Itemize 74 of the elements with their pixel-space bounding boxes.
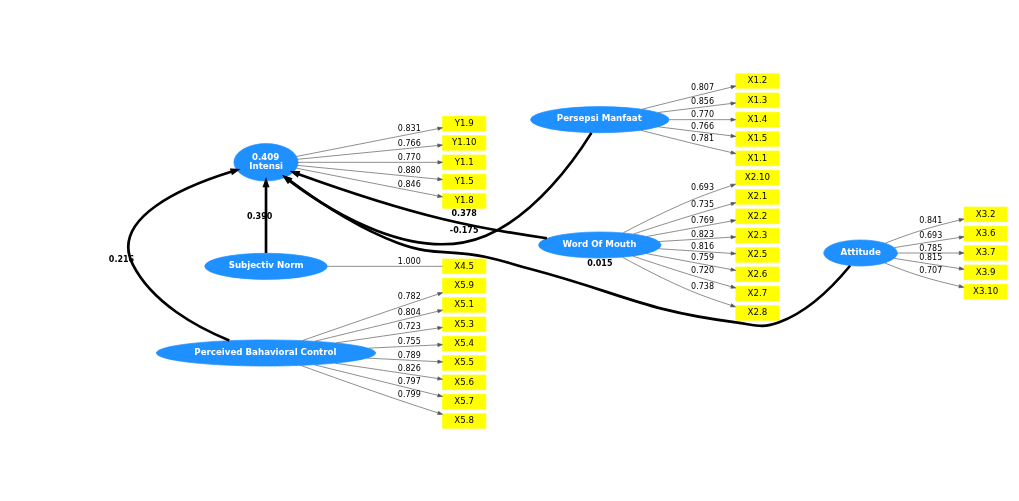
arrow — [641, 84, 737, 109]
node-box: X3.10 — [963, 283, 1008, 299]
arrow — [622, 256, 736, 307]
node-box: X5.5 — [442, 354, 487, 371]
node-box: X2.3 — [735, 227, 780, 243]
connector — [327, 265, 443, 267]
arrow — [262, 176, 270, 253]
arrow — [894, 257, 965, 270]
node-box: X3.6 — [963, 225, 1008, 241]
arrow — [368, 342, 443, 348]
node-box: Y1.10 — [442, 134, 487, 151]
arrow — [314, 364, 443, 397]
arrow — [336, 325, 443, 343]
node-ellipse: Attitude — [823, 239, 898, 266]
arrow — [296, 126, 443, 157]
node-box: Y1.5 — [442, 173, 487, 189]
arrow — [302, 291, 443, 341]
arrow — [297, 164, 443, 181]
arrow — [657, 125, 736, 138]
arrow — [894, 235, 965, 248]
arrow — [282, 131, 593, 245]
node-ellipse: Persepsi Manfaat — [530, 105, 670, 133]
node-box: X5.9 — [442, 277, 487, 293]
arrow — [315, 308, 443, 341]
arrow — [297, 143, 443, 160]
arrow — [623, 183, 736, 233]
arrow — [289, 170, 548, 240]
node-box: X4.5 — [442, 258, 487, 274]
node-box: X3.7 — [963, 244, 1008, 261]
arrow — [335, 362, 443, 380]
arrow — [367, 357, 443, 364]
node-box: X3.9 — [963, 264, 1008, 280]
node-box: X1.2 — [735, 72, 780, 89]
node-box: X2.2 — [735, 208, 780, 224]
arrow — [668, 117, 736, 122]
arrow — [658, 234, 737, 242]
node-box: Y1.9 — [442, 115, 487, 131]
arrow — [632, 255, 737, 289]
arrow — [633, 201, 737, 234]
node-box: X1.3 — [735, 92, 780, 108]
node-box: X5.3 — [442, 316, 487, 332]
arrow — [897, 250, 965, 255]
node-box: X2.7 — [735, 285, 780, 301]
node-box: Y1.8 — [442, 192, 487, 209]
arrow — [646, 252, 736, 271]
node-box: Y1.1 — [442, 154, 487, 170]
node-ellipse: Subjectiv Norm — [204, 252, 328, 280]
node-box: X5.1 — [442, 296, 487, 313]
node-box: X2.1 — [735, 188, 780, 205]
arrow — [640, 129, 737, 154]
node-box: X5.8 — [442, 412, 487, 429]
node-box: X2.6 — [735, 266, 780, 282]
arrow — [884, 262, 965, 288]
node-box: X1.1 — [735, 150, 780, 166]
arrow — [885, 217, 965, 243]
node-ellipse: Word Of Mouth — [538, 231, 662, 258]
node-box: X2.5 — [735, 246, 780, 263]
arrow — [646, 218, 736, 237]
node-box: X2.8 — [735, 304, 780, 321]
node-box: X1.4 — [735, 111, 780, 127]
arrow — [297, 159, 443, 164]
arrow — [127, 168, 241, 342]
arrow — [657, 101, 736, 113]
node-box: X2.10 — [735, 169, 780, 185]
arrow — [300, 364, 443, 415]
arrow — [658, 247, 737, 255]
node-box: X5.7 — [442, 393, 487, 409]
node-box: X1.5 — [735, 130, 780, 147]
arrow — [282, 174, 852, 327]
node-box: X5.4 — [442, 335, 487, 351]
arrow — [296, 167, 443, 198]
node-box: X3.2 — [963, 206, 1008, 222]
node-ellipse: Perceived Bahavioral Control — [156, 339, 377, 366]
node-box: X5.6 — [442, 374, 487, 390]
